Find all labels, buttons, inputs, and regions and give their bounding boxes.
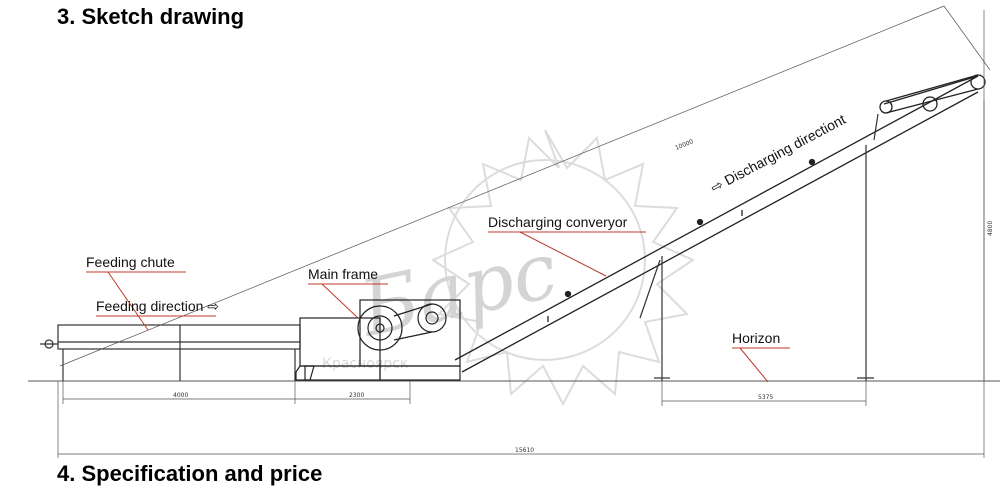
saw-blade-watermark-icon [430, 129, 696, 407]
label-feeding-chute: Feeding chute [86, 254, 175, 270]
dim-frame-length: 2300 [349, 392, 364, 399]
label-main-frame: Main frame [308, 266, 378, 282]
dim-chute-length: 4000 [173, 392, 188, 399]
main-frame [295, 299, 461, 381]
discharging-conveyor [454, 74, 986, 373]
dim-total-length: 15610 [515, 447, 534, 454]
conveyor-supports [639, 113, 879, 381]
dimension-lines [57, 5, 1000, 458]
label-feeding-direction: Feeding direction ⇨ [96, 298, 219, 314]
watermark-city: Красноярск [322, 356, 408, 372]
watermark-brand: Барс [351, 226, 565, 355]
label-discharging-direction: ⇨ Discharging directiont [708, 111, 848, 196]
dim-conveyor-length: 10000 [674, 138, 694, 152]
section-title-spec: 4. Specification and price [57, 461, 323, 486]
dim-height: 4800 [987, 221, 994, 236]
leader-lines [86, 231, 790, 383]
section-title-sketch: 3. Sketch drawing [57, 4, 245, 29]
label-discharging-conveyor: Discharging converyor [488, 214, 628, 230]
dim-support-span: 5375 [758, 394, 773, 401]
feeding-chute [40, 324, 301, 381]
label-horizon: Horizon [732, 330, 780, 346]
